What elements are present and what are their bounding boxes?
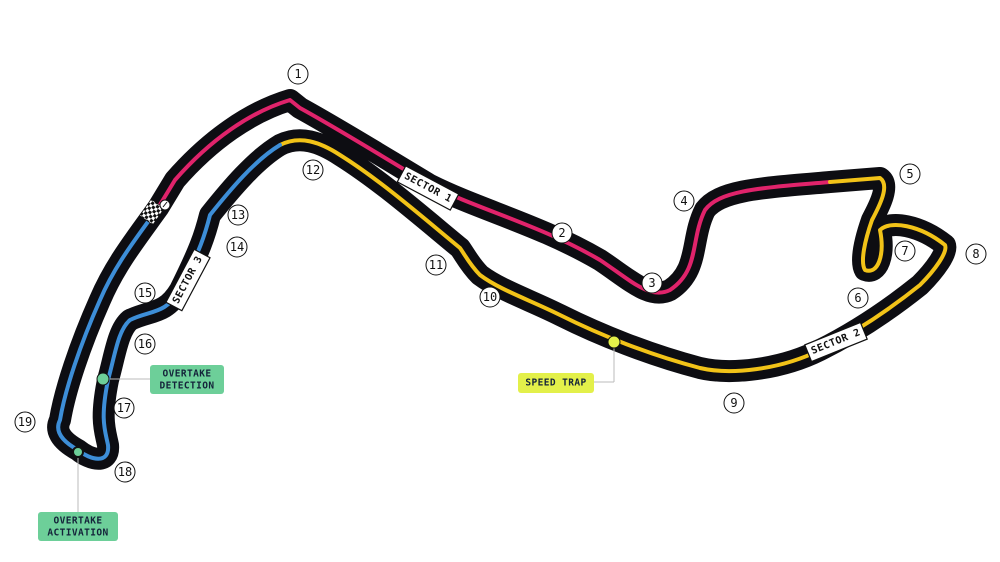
turn-number: 3 <box>648 276 655 290</box>
speed-trap-tag <box>518 373 594 393</box>
turn-marker-circle <box>114 461 136 483</box>
turn-marker-circle <box>113 397 135 419</box>
speed-trap-marker: SPEED TRAP <box>518 335 621 393</box>
turn-number: 1 <box>294 67 301 81</box>
speed-trap-label: SPEED TRAP <box>525 378 586 389</box>
turn-number: 12 <box>306 163 320 177</box>
turn-number: 2 <box>558 226 565 240</box>
speed-trap-dot <box>607 335 621 349</box>
sector-2-line <box>278 138 948 373</box>
overtake-detection-line2: DETECTION <box>159 381 214 392</box>
turn-number: 16 <box>138 337 152 351</box>
turn-marker-circle <box>134 282 156 304</box>
turn-marker-circle <box>134 333 156 355</box>
turn-number: 14 <box>230 240 244 254</box>
turn-marker-circle <box>723 392 745 414</box>
overtake-activation-tag <box>38 512 118 541</box>
checkered-flag-icon <box>139 198 165 226</box>
turn-number: 8 <box>972 247 979 261</box>
turn-marker-16: 16 <box>134 333 156 355</box>
turn-marker-2: 2 <box>551 222 573 244</box>
turn-marker-12: 12 <box>302 159 324 181</box>
turn-marker-15: 15 <box>134 282 156 304</box>
turn-marker-circle <box>479 286 501 308</box>
turn-marker-circle <box>899 163 921 185</box>
turn-number: 18 <box>118 465 132 479</box>
turn-marker-circle <box>847 287 869 309</box>
turn-marker-10: 10 <box>479 286 501 308</box>
sector-3-line <box>56 143 282 461</box>
turn-number: 6 <box>854 291 861 305</box>
sector-1-line <box>156 98 832 295</box>
turn-number: 7 <box>901 244 908 258</box>
turn-marker-3: 3 <box>641 272 663 294</box>
overtake-detection-tag <box>150 365 224 394</box>
overtake-activation-line1: OVERTAKE <box>54 516 103 527</box>
turn-number: 10 <box>483 290 497 304</box>
turn-marker-4: 4 <box>673 190 695 212</box>
overtake-detection-line1: OVERTAKE <box>163 369 212 380</box>
sector-label-2: SECTOR 2 <box>804 321 868 363</box>
turn-marker-19: 19 <box>14 411 36 433</box>
turn-number: 13 <box>231 208 245 222</box>
overtake-activation-marker: OVERTAKE ACTIVATION <box>38 446 118 541</box>
turn-marker-8: 8 <box>965 243 987 265</box>
turn-number: 4 <box>680 194 687 208</box>
turn-marker-13: 13 <box>227 204 249 226</box>
turn-number: 15 <box>138 286 152 300</box>
turn-marker-circle <box>641 272 663 294</box>
turn-marker-circle <box>551 222 573 244</box>
turn-marker-circle <box>302 159 324 181</box>
turn-marker-circle <box>226 236 248 258</box>
turn-marker-circle <box>673 190 695 212</box>
overtake-detection-dot <box>96 372 110 386</box>
turn-marker-6: 6 <box>847 287 869 309</box>
turn-marker-circle <box>425 254 447 276</box>
overtake-activation-dot <box>72 446 84 458</box>
turn-marker-circle <box>287 63 309 85</box>
turn-marker-17: 17 <box>113 397 135 419</box>
start-arrow-icon <box>159 199 171 211</box>
turn-number: 11 <box>429 258 443 272</box>
turn-number: 17 <box>117 401 131 415</box>
turn-marker-5: 5 <box>899 163 921 185</box>
turn-marker-circle <box>894 240 916 262</box>
turn-marker-18: 18 <box>114 461 136 483</box>
turn-marker-circle <box>14 411 36 433</box>
turn-number: 9 <box>730 396 737 410</box>
turn-marker-11: 11 <box>425 254 447 276</box>
overtake-activation-line2: ACTIVATION <box>47 528 108 539</box>
turn-marker-circle <box>227 204 249 226</box>
turn-number: 19 <box>18 415 32 429</box>
turn-marker-14: 14 <box>226 236 248 258</box>
turn-marker-9: 9 <box>723 392 745 414</box>
turn-marker-circle <box>965 243 987 265</box>
turn-marker-1: 1 <box>287 63 309 85</box>
turn-number: 5 <box>906 167 913 181</box>
overtake-detection-marker: OVERTAKE DETECTION <box>96 365 224 394</box>
turn-marker-7: 7 <box>894 240 916 262</box>
